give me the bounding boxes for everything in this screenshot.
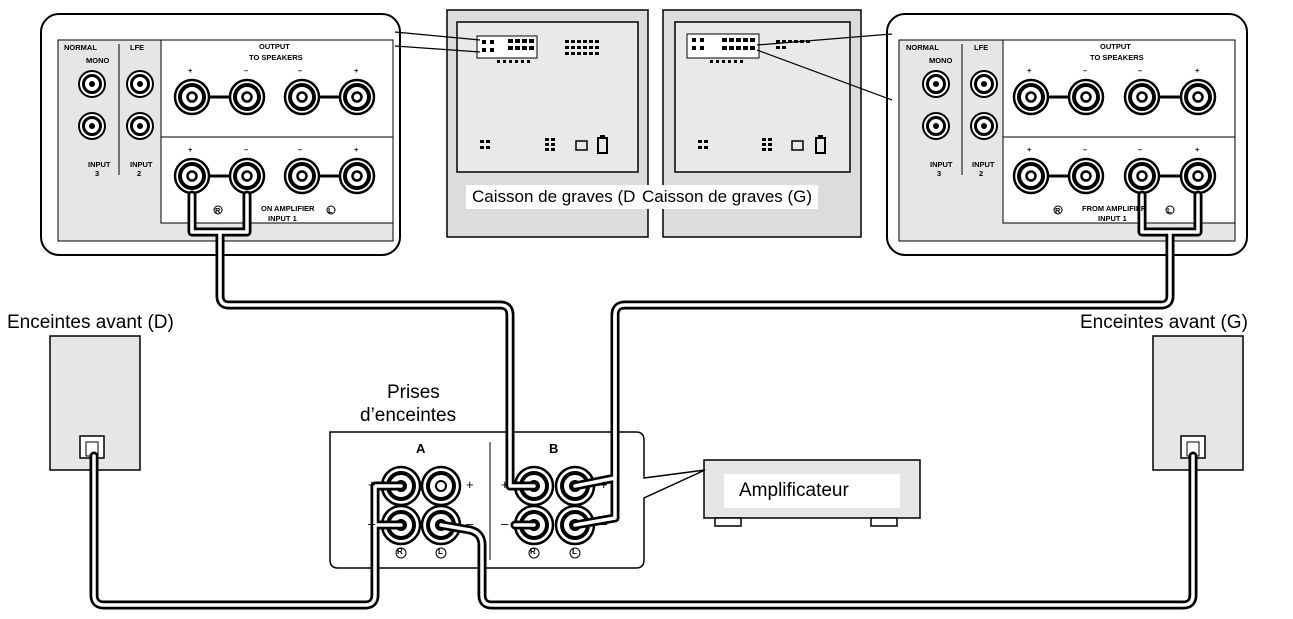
- front-speaker-left: [1152, 335, 1244, 471]
- panel-right-input3-num: 3: [937, 169, 942, 178]
- panel-right-r-mark: R: [1055, 206, 1061, 215]
- terminal-b-minus-left: –: [501, 516, 509, 531]
- panel-left-minus-4: –: [298, 145, 303, 154]
- panel-right-minus-4: –: [1138, 145, 1143, 154]
- panel-right-input3-label: INPUT: [930, 160, 953, 169]
- panel-right-lfe-label: LFE: [974, 43, 989, 52]
- left-panel-closeup: [40, 13, 401, 256]
- cable-front-left: [436, 451, 1198, 610]
- panel-left-l-mark: L: [328, 206, 333, 215]
- panel-right-output-label: OUTPUT: [1100, 42, 1131, 51]
- panel-right-plus-1: +: [1027, 66, 1032, 75]
- front-speaker-left-label: Enceintes avant (G): [1080, 312, 1248, 333]
- panel-left-normal-label: NORMAL: [64, 43, 97, 52]
- panel-left-minus-3: –: [244, 145, 249, 154]
- terminal-a-r-mark: R: [397, 547, 403, 556]
- panel-left-plus-1: +: [188, 66, 193, 75]
- panel-right-input1-label: INPUT 1: [1098, 214, 1127, 223]
- panel-right-minus-3: –: [1083, 145, 1088, 154]
- panel-right-to-speakers-label: TO SPEAKERS: [1090, 53, 1144, 62]
- panel-right-input2-label: INPUT: [972, 160, 995, 169]
- speaker-terminals-panel: [329, 431, 706, 569]
- subwoofer-left-caption: Caisson de graves (G): [636, 185, 819, 209]
- panel-left-input2-label: INPUT: [130, 160, 153, 169]
- panel-right-plus-2: +: [1195, 66, 1200, 75]
- terminal-a-plus-left: +: [368, 477, 376, 492]
- amplifier-label: Amplificateur: [739, 480, 849, 501]
- terminal-group-b-label: B: [549, 441, 559, 456]
- speaker-terminals-label-line1: Prises: [387, 382, 440, 403]
- panel-left-r-mark: R: [215, 206, 221, 215]
- terminal-a-l-mark: L: [438, 547, 443, 556]
- panel-left-input2-num: 2: [137, 169, 142, 178]
- cables: [89, 190, 1203, 610]
- terminal-b-minus-right: –: [600, 516, 608, 531]
- terminal-b-r-mark: R: [530, 547, 536, 556]
- panel-left-to-speakers-label: TO SPEAKERS: [249, 53, 303, 62]
- subwoofer-right-caption: Caisson de graves (D): [466, 185, 648, 209]
- panel-left-from-amp-label: ON AMPLIFIER: [261, 204, 315, 213]
- terminal-b-plus-right: +: [600, 477, 608, 492]
- terminal-b-plus-left: +: [501, 477, 509, 492]
- terminal-a-plus-right: +: [466, 477, 474, 492]
- panel-right-minus-2: –: [1138, 66, 1143, 75]
- cable-sub-right: [187, 190, 539, 491]
- terminal-a-minus-left: –: [368, 516, 376, 531]
- terminal-b-l-mark: L: [572, 547, 577, 556]
- panel-left-plus-2: +: [354, 66, 359, 75]
- panel-right-from-amp-label: FROM AMPLIFIER: [1082, 204, 1147, 213]
- cable-front-right: [89, 451, 539, 610]
- panel-left-input3-label: INPUT: [88, 160, 111, 169]
- panel-right-plus-4: +: [1195, 145, 1200, 154]
- terminal-a-minus-right: –: [466, 516, 474, 531]
- terminal-group-a-label: A: [416, 441, 426, 456]
- zoom-callout-lines: [394, 31, 893, 101]
- panel-left-minus-1: –: [244, 66, 249, 75]
- panel-left-input3-num: 3: [95, 169, 100, 178]
- front-speaker-right: [49, 335, 141, 471]
- panel-left-plus-3: +: [188, 145, 193, 154]
- panel-right-l-mark: L: [1167, 206, 1172, 215]
- panel-left-lfe-label: LFE: [130, 43, 145, 52]
- front-speaker-right-label: Enceintes avant (D): [7, 312, 174, 333]
- panel-left-mono-label: MONO: [86, 56, 110, 65]
- panel-left-plus-4: +: [354, 145, 359, 154]
- cable-sub-left: [570, 190, 1203, 530]
- panel-left-input1-label: INPUT 1: [268, 214, 297, 223]
- panel-right-input2-num: 2: [979, 169, 984, 178]
- panel-right-minus-1: –: [1083, 66, 1088, 75]
- panel-right-mono-label: MONO: [929, 56, 953, 65]
- panel-right-normal-label: NORMAL: [906, 43, 939, 52]
- panel-left-output-label: OUTPUT: [259, 42, 290, 51]
- speaker-terminals-label-line2: d’enceintes: [360, 405, 457, 426]
- amplifier-unit: [703, 459, 921, 527]
- right-panel-closeup: [886, 13, 1248, 256]
- panel-left-minus-2: –: [298, 66, 303, 75]
- panel-right-plus-3: +: [1027, 145, 1032, 154]
